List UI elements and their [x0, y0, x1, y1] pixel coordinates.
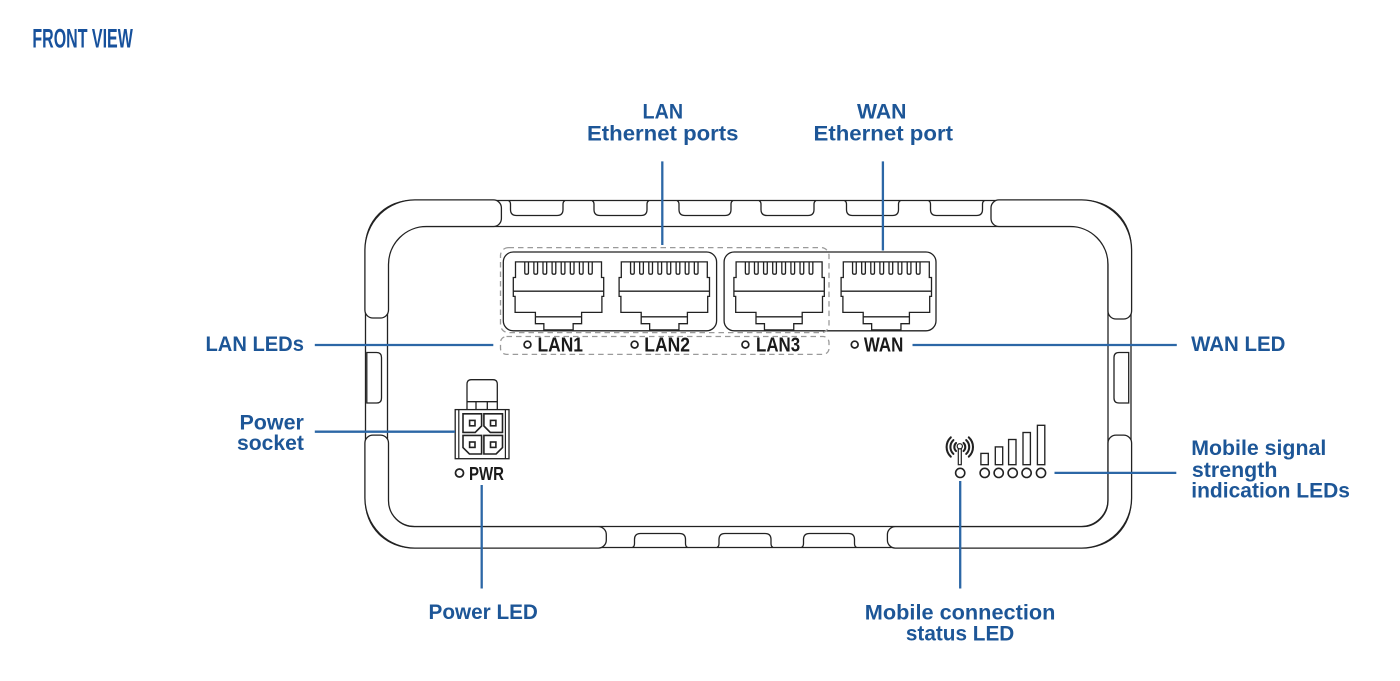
svg-text:strength: strength: [1192, 458, 1278, 482]
svg-text:LAN2: LAN2: [644, 334, 690, 356]
svg-text:PWR: PWR: [469, 464, 504, 484]
svg-text:WAN: WAN: [857, 100, 907, 124]
svg-text:LAN3: LAN3: [756, 334, 800, 356]
svg-text:Ethernet port: Ethernet port: [814, 121, 954, 145]
svg-text:Mobile connection: Mobile connection: [865, 601, 1056, 625]
svg-text:FRONT VIEW: FRONT VIEW: [32, 24, 133, 54]
svg-text:WAN: WAN: [864, 334, 903, 356]
svg-text:Power: Power: [240, 411, 305, 435]
svg-text:indication LEDs: indication LEDs: [1191, 479, 1350, 503]
svg-text:WAN LED: WAN LED: [1191, 332, 1285, 356]
svg-text:socket: socket: [237, 431, 304, 455]
svg-text:Mobile signal: Mobile signal: [1191, 436, 1326, 460]
svg-text:LAN: LAN: [643, 100, 684, 124]
svg-text:status LED: status LED: [906, 622, 1014, 646]
svg-text:Ethernet ports: Ethernet ports: [587, 121, 739, 145]
svg-text:LAN LEDs: LAN LEDs: [206, 332, 304, 356]
svg-text:LAN1: LAN1: [538, 334, 584, 356]
svg-text:Power LED: Power LED: [429, 600, 538, 624]
